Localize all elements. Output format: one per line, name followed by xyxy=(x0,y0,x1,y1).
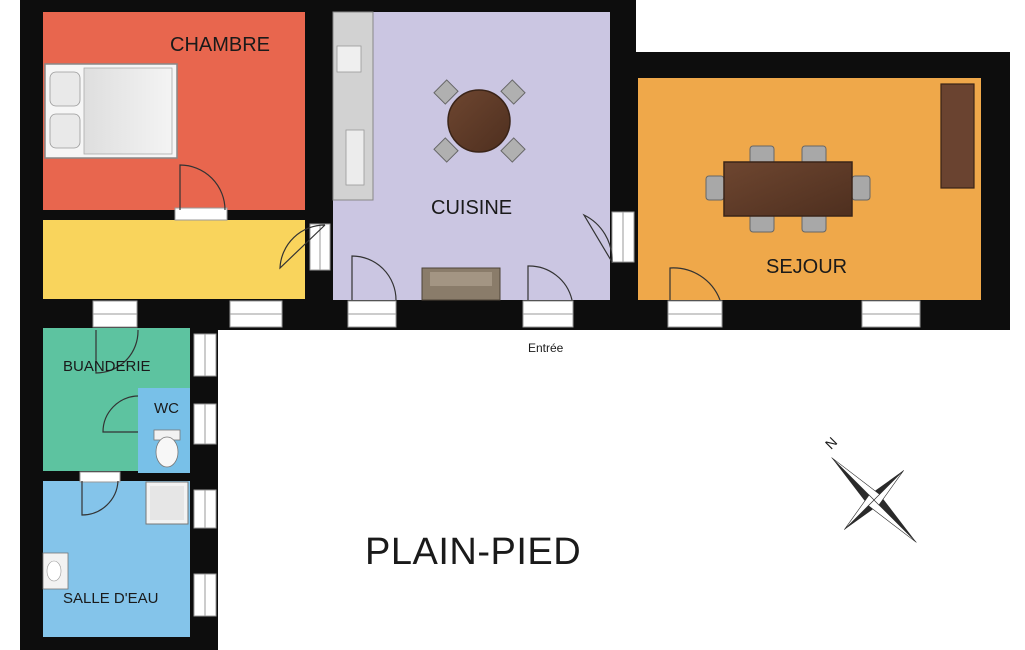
room-label-chambre: CHAMBRE xyxy=(170,34,271,56)
room-label-wc: WC xyxy=(154,400,179,417)
room-label-salle-deau: SALLE D'EAU xyxy=(63,590,159,607)
door-swing xyxy=(351,255,397,301)
room-label-cuisine: CUISINE xyxy=(431,197,513,219)
door-swing xyxy=(582,213,613,263)
window xyxy=(174,207,228,221)
window xyxy=(79,471,121,483)
door-swing xyxy=(279,224,326,270)
round-table xyxy=(433,79,526,163)
sink xyxy=(42,552,69,590)
kitchen-counter xyxy=(332,11,374,201)
compass-rose xyxy=(831,457,917,543)
door-swing xyxy=(102,395,139,433)
door-swing xyxy=(669,267,721,301)
doors xyxy=(81,164,721,516)
toilet xyxy=(153,429,181,468)
window-mullions xyxy=(93,212,920,616)
cuisine-sofa xyxy=(421,267,501,301)
sideboard xyxy=(940,83,975,189)
shower xyxy=(145,481,189,525)
door-swing xyxy=(527,265,573,301)
door-swing xyxy=(81,480,119,516)
entrance-label: Entrée xyxy=(528,341,564,355)
dining-table xyxy=(705,145,871,233)
level-title: PLAIN-PIED xyxy=(365,531,582,573)
door-swing xyxy=(179,164,226,211)
door-swing xyxy=(95,329,139,374)
room-label-buanderie: BUANDERIE xyxy=(63,358,151,375)
room-label-sejour: SEJOUR xyxy=(766,256,848,278)
bed xyxy=(44,63,178,159)
room-couloir xyxy=(43,220,305,299)
room-cuisine xyxy=(333,12,610,300)
